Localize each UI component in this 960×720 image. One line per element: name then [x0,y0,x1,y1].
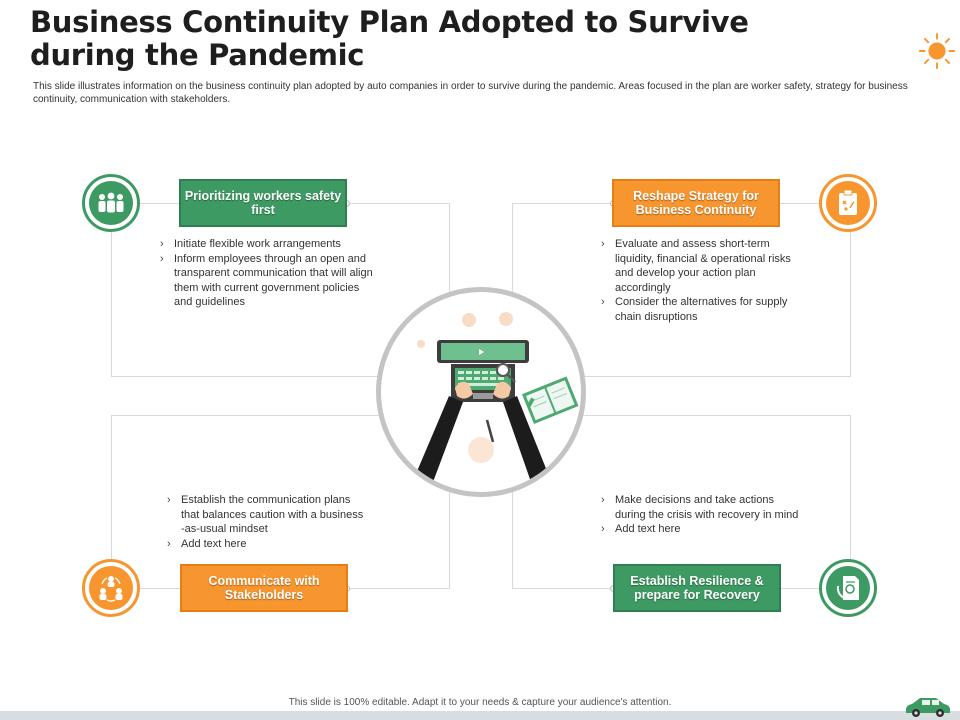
list-item: Consider the alternatives for supply cha… [601,295,801,324]
list-item: Initiate flexible work arrangements [160,237,375,252]
frame-top-right [512,203,851,377]
connector-line [512,588,614,589]
frame-bottom-left [111,415,450,589]
slide-subtitle: This slide illustrates information on th… [33,81,908,105]
bullet-list-communicate: Establish the communication plans that b… [167,493,367,551]
list-item: Inform employees through an open and tra… [160,252,375,310]
people-group-icon [82,174,140,232]
bullet-list-reshape-strategy: Evaluate and assess short-term liquidity… [601,237,801,324]
connector-line [111,203,180,204]
heading-box-communicate: Communicate with Stakeholders [180,564,348,612]
connector-line [111,588,181,589]
stakeholders-cycle-icon [82,559,140,617]
footer-bar [0,711,960,720]
connector-line [346,203,450,204]
list-item: Add text here [601,522,806,537]
frame-bottom-right [512,415,851,589]
car-icon [906,698,950,717]
list-item: Make decisions and take actions during t… [601,493,806,522]
sun-icon [918,32,956,70]
list-item: Establish the communication plans that b… [167,493,367,537]
connector-line [780,203,851,204]
bullet-list-resilience: Make decisions and take actions during t… [601,493,806,537]
footer-text: This slide is 100% editable. Adapt it to… [288,697,672,708]
heading-box-resilience: Establish Resilience & prepare for Recov… [613,564,781,612]
heading-box-reshape-strategy: Reshape Strategy for Business Continuity [612,179,780,227]
connector-line [779,588,851,589]
heading-box-workers-safety: Prioritizing workers safety first [179,179,347,227]
slide-title: Business Continuity Plan Adopted to Surv… [30,5,749,72]
clipboard-strategy-icon [819,174,877,232]
list-item: Add text here [167,537,367,552]
list-item: Evaluate and assess short-term liquidity… [601,237,801,295]
connector-line [512,203,614,204]
resilience-document-icon [819,559,877,617]
connector-line [346,588,450,589]
laptop-typing-illustration [376,287,586,497]
bullet-list-workers-safety: Initiate flexible work arrangements Info… [160,237,375,310]
frame-top-left [111,203,450,377]
